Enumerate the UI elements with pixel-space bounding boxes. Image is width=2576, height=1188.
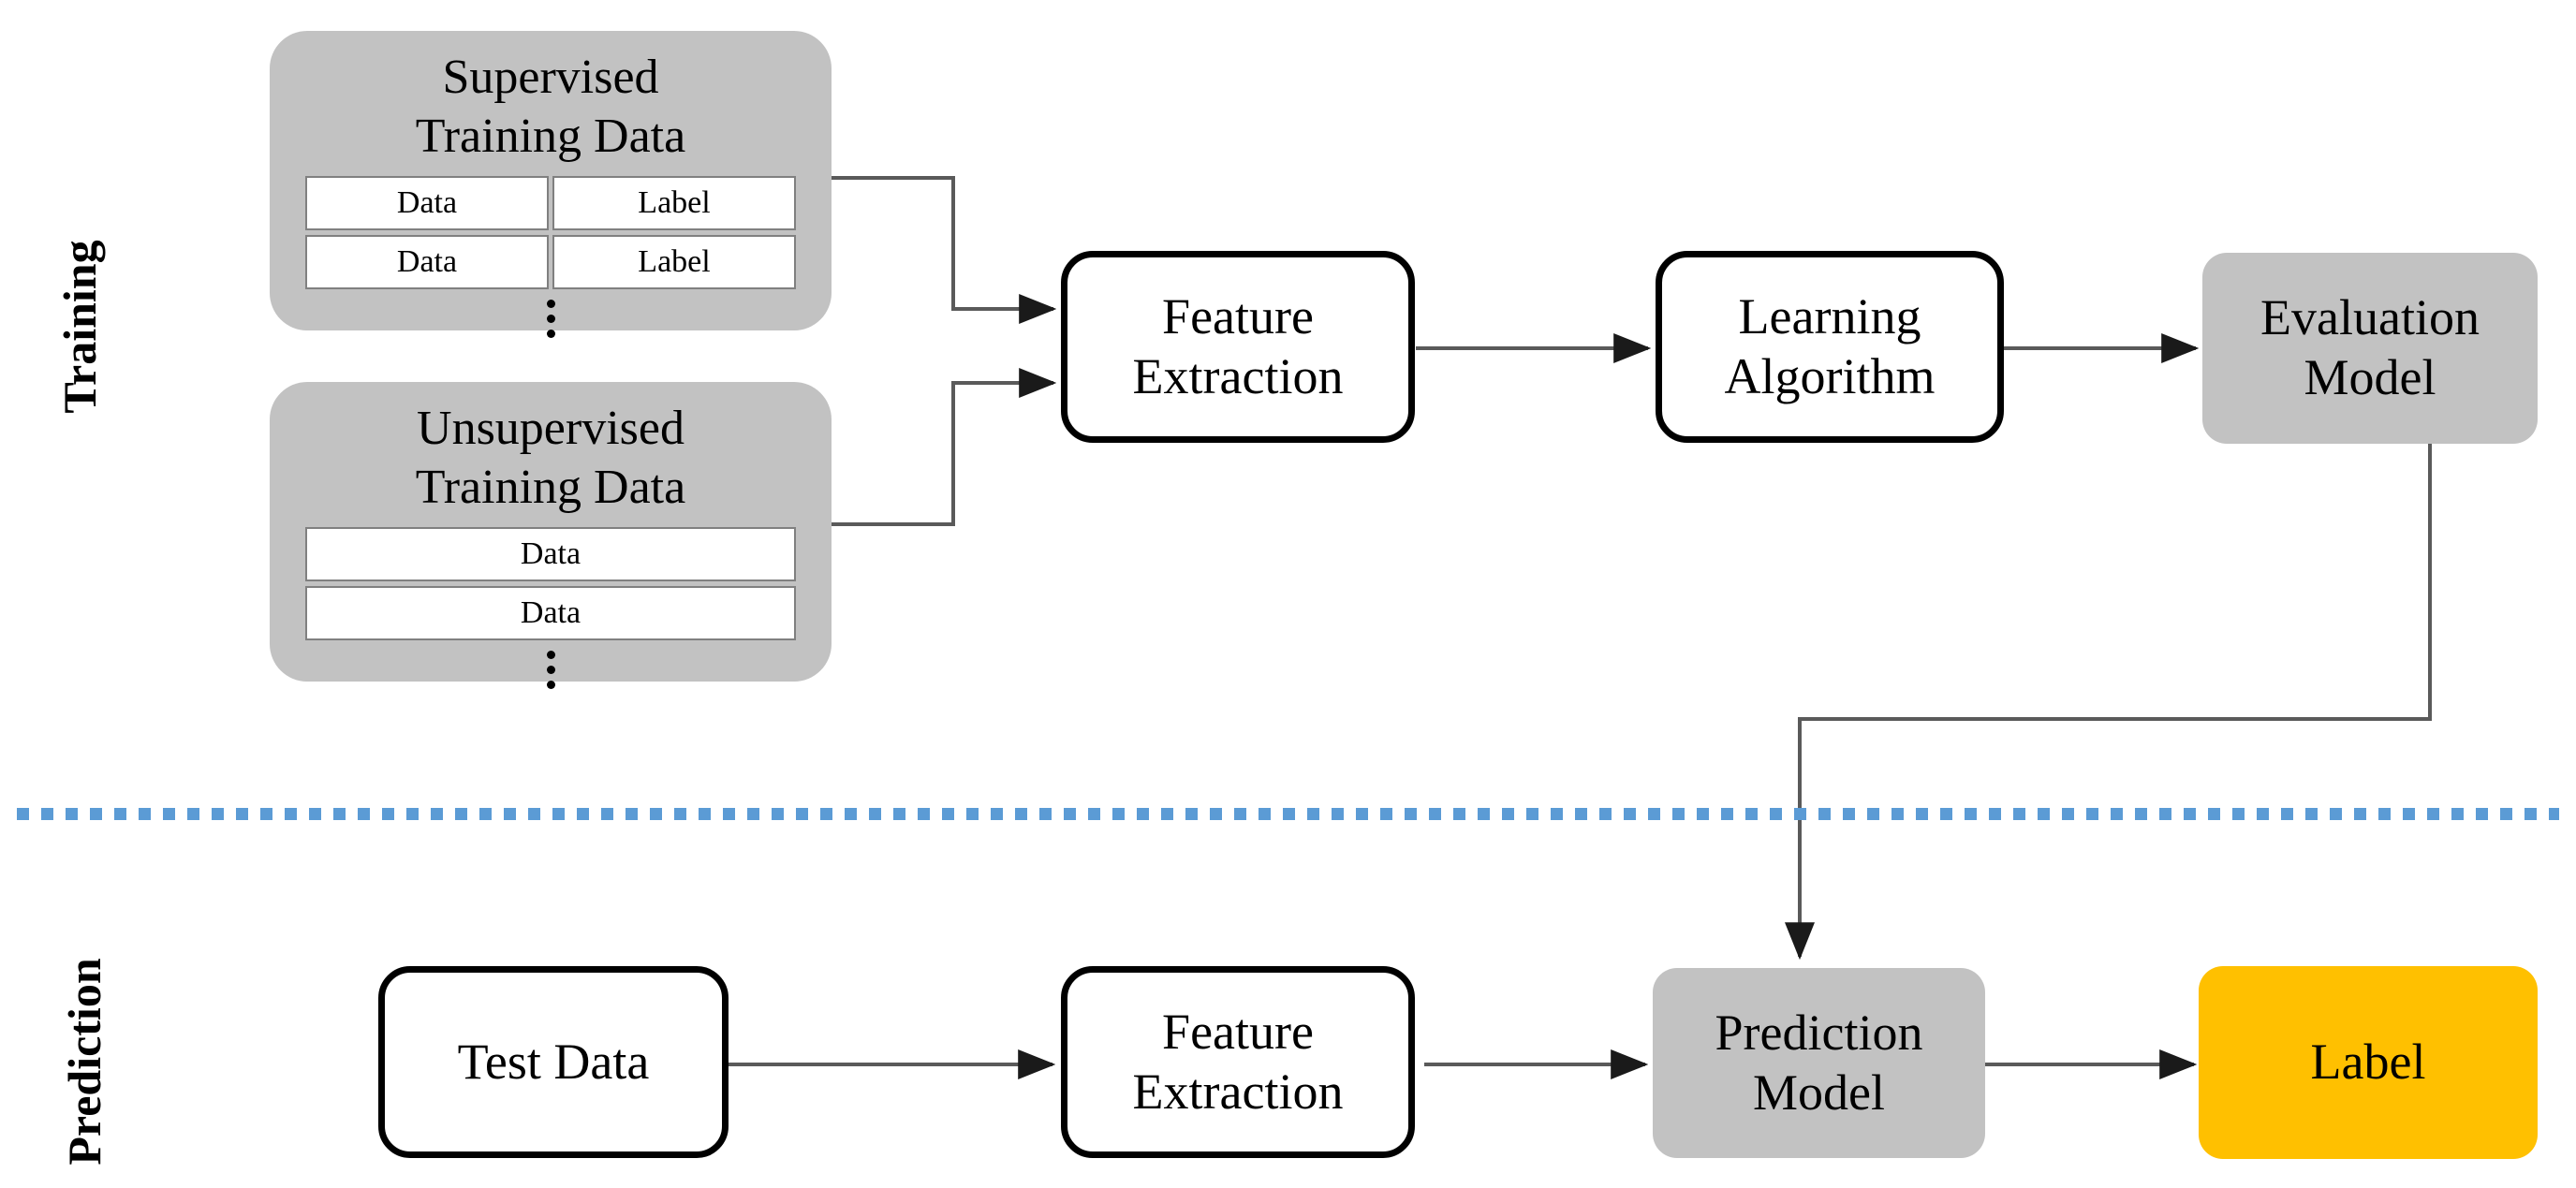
phase-label-prediction: Prediction [57, 912, 111, 1188]
feature-extraction-prediction-box[interactable]: Feature Extraction [1061, 966, 1415, 1158]
feature-extraction-training-line-2: Extraction [1132, 347, 1344, 404]
supervised-title-line-1: Supervised [442, 51, 659, 104]
connector-supervised-to-feature-extraction [801, 176, 1057, 324]
table-row: Data Label [305, 175, 796, 230]
unsupervised-training-data-group[interactable]: Unsupervised Training Data Data Data [270, 382, 832, 689]
phase-label-training-text: Training [53, 240, 106, 414]
supervised-cell-data-2: Data [305, 234, 549, 289]
feature-extraction-training-box[interactable]: Feature Extraction [1061, 251, 1415, 443]
supervised-title-line-2: Training Data [415, 110, 686, 164]
vertical-ellipsis-icon [546, 650, 555, 689]
prediction-model-line-1: Prediction [1715, 1004, 1923, 1061]
table-row: Data Label [305, 234, 796, 289]
prediction-model-box[interactable]: Prediction Model [1653, 968, 1985, 1158]
supervised-rows: Data Label Data Label [270, 175, 832, 338]
feature-extraction-prediction-line-2: Extraction [1132, 1063, 1344, 1120]
vertical-ellipsis-icon [546, 299, 555, 338]
prediction-model-line-2: Model [1753, 1063, 1885, 1121]
learning-algorithm-line-1: Learning [1738, 287, 1921, 345]
evaluation-model-line-2: Model [2304, 349, 2436, 405]
connector-unsupervised-to-feature-extraction [801, 368, 1057, 526]
unsupervised-training-data-title: Unsupervised Training Data [416, 399, 685, 518]
output-label-box[interactable]: Label [2199, 966, 2538, 1159]
test-data-box[interactable]: Test Data [378, 966, 729, 1158]
unsupervised-title-line-2: Training Data [415, 461, 686, 515]
evaluation-model-line-1: Evaluation [2260, 289, 2480, 346]
supervised-cell-label-2: Label [552, 234, 796, 289]
supervised-training-data-title: Supervised Training Data [416, 48, 685, 167]
feature-extraction-training-line-1: Feature [1162, 287, 1314, 345]
connector-evaluation-model-to-prediction-model [1785, 444, 2432, 961]
evaluation-model-box[interactable]: Evaluation Model [2202, 253, 2538, 444]
supervised-cell-data-1: Data [305, 175, 549, 230]
output-label-line-1: Label [2310, 1034, 2426, 1091]
unsupervised-rows: Data Data [270, 526, 832, 689]
test-data-line-1: Test Data [457, 1033, 650, 1090]
table-row: Data [305, 585, 796, 640]
phase-label-prediction-text: Prediction [58, 958, 110, 1166]
phase-label-training: Training [52, 196, 107, 458]
phase-divider [17, 808, 2559, 820]
table-row: Data [305, 526, 796, 581]
learning-algorithm-line-2: Algorithm [1724, 347, 1936, 404]
supervised-cell-label-1: Label [552, 175, 796, 230]
unsupervised-cell-data-2: Data [305, 585, 796, 640]
supervised-training-data-group[interactable]: Supervised Training Data Data Label Data… [270, 31, 832, 338]
unsupervised-title-line-1: Unsupervised [417, 402, 684, 455]
feature-extraction-prediction-line-1: Feature [1162, 1003, 1314, 1060]
learning-algorithm-box[interactable]: Learning Algorithm [1656, 251, 2004, 443]
unsupervised-cell-data-1: Data [305, 526, 796, 581]
